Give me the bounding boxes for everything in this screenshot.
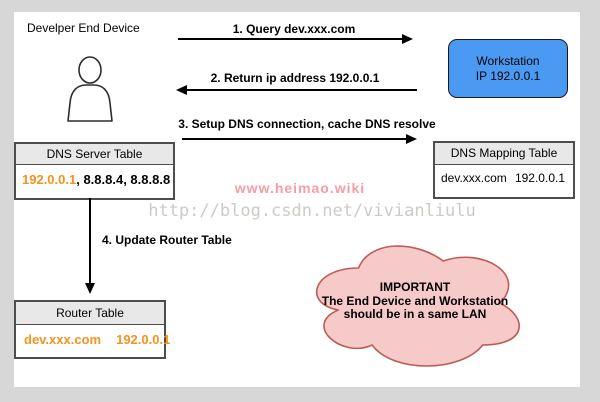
dns-server-other-ips: , 8.8.8.4, 8.8.8.8 [76, 172, 171, 187]
router-table: Router Table dev.xxx.com 192.0.0.1 [14, 300, 170, 359]
router-domain: dev.xxx.com [24, 332, 102, 347]
person-icon [67, 56, 113, 122]
dns-mapping-ip: 192.0.0.1 [514, 171, 565, 185]
cloud-note-line2: The End Device and Workstation [321, 293, 509, 308]
cloud-note-title: IMPORTANT [379, 280, 451, 294]
arrow1-label: 1. Query dev.xxx.com [232, 22, 356, 36]
arrow1-head-icon [402, 34, 413, 44]
arrow2-label: 2. Return ip address 192.0.0.1 [210, 71, 380, 85]
workstation-name: Workstation [476, 53, 540, 68]
arrow3-line [182, 138, 406, 140]
end-device-label: Develper End Device [27, 21, 140, 35]
watermark-csdn-url: http://blog.csdn.net/vivianliulu [148, 201, 476, 221]
router-table-title: Router Table [16, 302, 164, 325]
router-ip: 192.0.0.1 [116, 332, 171, 347]
dns-server-primary-ip: 192.0.0.1 [22, 172, 77, 187]
arrow2-line [186, 89, 417, 91]
arrow3-label: 3. Setup DNS connection, cache DNS resol… [178, 117, 436, 131]
router-table-row: dev.xxx.com 192.0.0.1 [16, 325, 170, 357]
workstation-ip: IP 192.0.0.1 [475, 68, 541, 83]
cloud-shape-icon [316, 245, 520, 367]
dns-mapping-table: DNS Mapping Table dev.xxx.com 192.0.0.1 [433, 141, 575, 199]
cloud-note-line3: should be in a same LAN [343, 307, 487, 321]
dns-server-table-title: DNS Server Table [16, 144, 173, 165]
dns-server-table: DNS Server Table 192.0.0.1, 8.8.8.4, 8.8… [14, 142, 175, 200]
arrow2-head-icon [176, 85, 187, 95]
dns-mapping-table-row: dev.xxx.com 192.0.0.1 [435, 165, 573, 197]
dns-mapping-table-title: DNS Mapping Table [435, 143, 573, 165]
arrow4-label: 4. Update Router Table [102, 233, 232, 247]
dns-server-table-row: 192.0.0.1, 8.8.8.4, 8.8.8.8 [16, 165, 173, 198]
dns-mapping-domain: dev.xxx.com [441, 171, 507, 185]
arrow4-line [89, 198, 91, 284]
watermark-heimao: www.heimao.wiki [234, 180, 366, 196]
workstation-box: Workstation IP 192.0.0.1 [448, 39, 568, 98]
arrow1-line [178, 38, 404, 40]
arrow4-head-icon [84, 283, 95, 294]
arrow3-head-icon [406, 134, 417, 144]
cloud-note: IMPORTANT The End Device and Workstation… [302, 280, 528, 322]
